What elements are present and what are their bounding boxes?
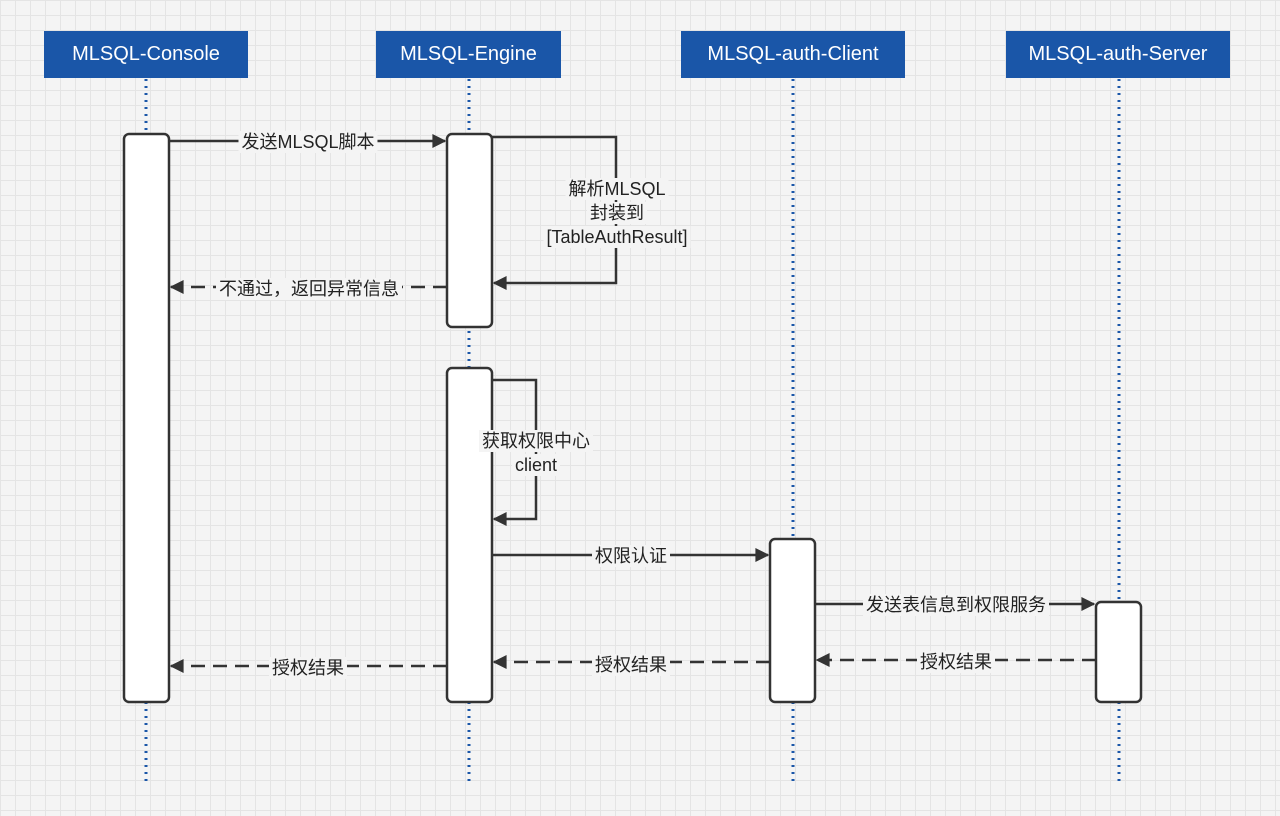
activation-engine-auth [445,366,494,704]
participant-mlsql-auth-client: MLSQL-auth-Client [681,31,905,78]
label-get-client-line1: 获取权限中心 [479,430,593,452]
label-send-script: 发送MLSQL脚本 [238,131,378,153]
participant-mlsql-console: MLSQL-Console [44,31,248,78]
label-send-table-info: 发送表信息到权限服务 [863,594,1049,616]
activation-engine-parse [445,132,494,329]
label-auth-check: 权限认证 [592,545,670,567]
activation-auth-client [768,537,817,704]
activation-console [122,132,171,704]
label-parse-line3: [TableAuthResult] [543,226,691,248]
label-result-client: 授权结果 [592,654,670,676]
label-reject: 不通过，返回异常信息 [216,278,402,300]
label-parse-line1: 解析MLSQL [565,178,669,200]
participant-mlsql-auth-server: MLSQL-auth-Server [1006,31,1230,78]
activation-auth-server [1094,600,1143,704]
label-result-server: 授权结果 [917,651,995,673]
label-result-engine: 授权结果 [269,657,347,679]
participant-mlsql-engine: MLSQL-Engine [376,31,561,78]
label-parse-line2: 封装到 [587,202,647,224]
label-get-client-line2: client [511,454,561,476]
